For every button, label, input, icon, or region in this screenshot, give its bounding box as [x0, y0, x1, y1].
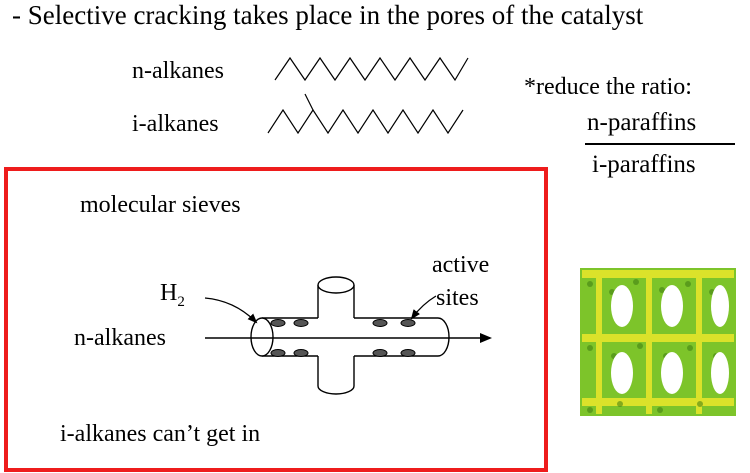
hydrogen-label: H2	[160, 281, 185, 310]
n-alkane-chain	[274, 56, 469, 82]
ratio-label: *reduce the ratio:	[524, 74, 692, 100]
active-sites	[270, 319, 416, 357]
i-alkanes-blocked-label: i-alkanes can’t get in	[60, 421, 261, 447]
fraction-bar	[585, 143, 735, 145]
page-title: - Selective cracking takes place in the …	[12, 0, 644, 30]
ratio-denominator: i-paraffins	[592, 151, 696, 178]
active-site	[372, 349, 388, 357]
sites-label: sites	[436, 285, 479, 311]
active-sites-pointer-arrow	[410, 295, 437, 320]
active-site	[293, 319, 309, 327]
active-site	[293, 349, 309, 357]
active-label: active	[432, 252, 490, 278]
active-site	[400, 319, 416, 327]
active-site	[400, 349, 416, 357]
active-site	[270, 319, 286, 327]
molecular-sieve-frame	[4, 167, 548, 472]
hydrogen-pointer-arrow	[204, 297, 258, 324]
n-alkanes-label: n-alkanes	[132, 58, 224, 84]
molecular-sieves-label: molecular sieves	[80, 192, 241, 218]
pore-n-alkanes-label: n-alkanes	[74, 325, 166, 351]
hydrogen-subscript: 2	[177, 293, 185, 310]
active-site	[372, 319, 388, 327]
i-alkane-chain	[267, 93, 464, 135]
pore-tube	[250, 276, 450, 395]
active-site	[270, 349, 286, 357]
zeolite-structure-image	[580, 268, 736, 416]
ratio-numerator: n-paraffins	[587, 109, 697, 136]
i-alkanes-label: i-alkanes	[132, 111, 219, 137]
hydrogen-symbol: H	[160, 280, 178, 306]
